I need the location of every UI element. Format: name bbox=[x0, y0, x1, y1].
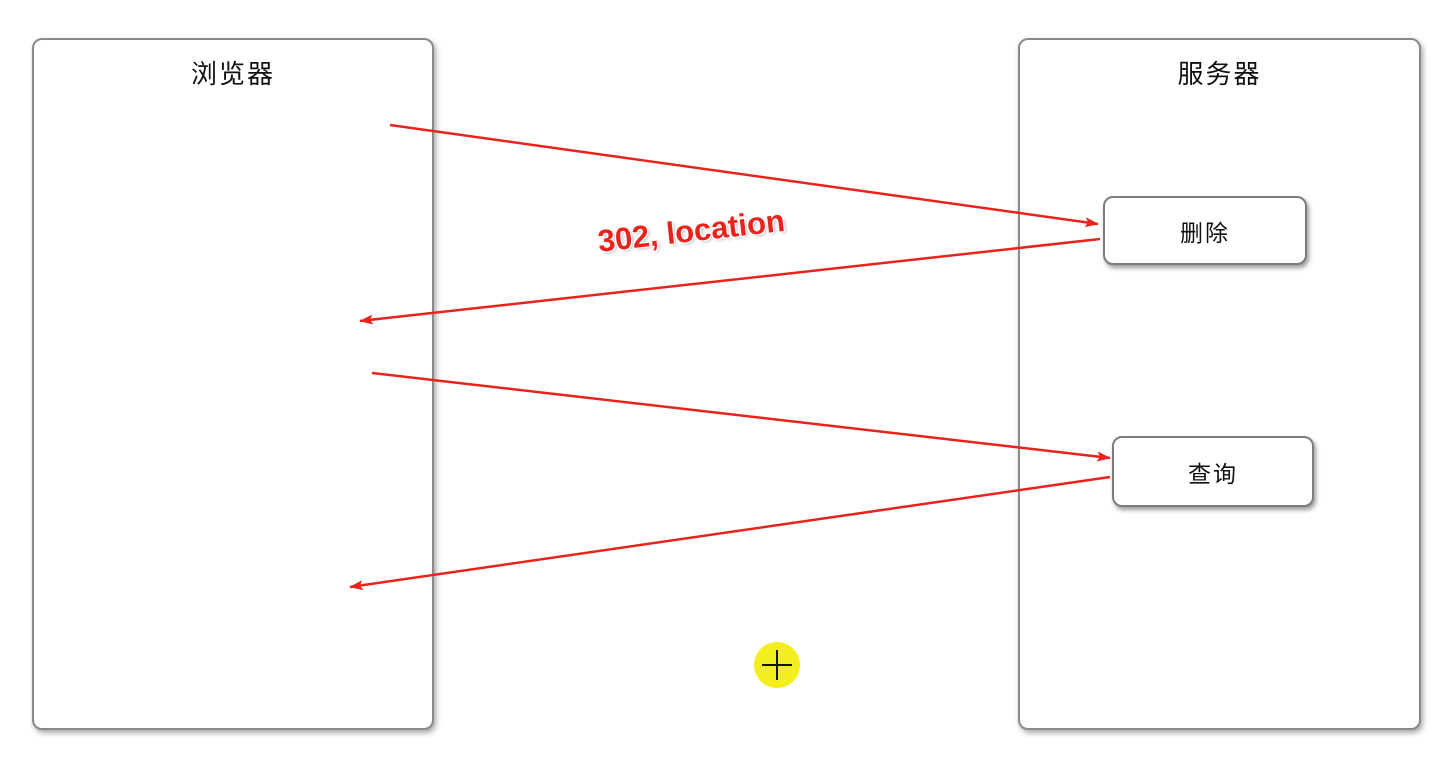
request-delete-arrow bbox=[389, 123, 1099, 228]
server-panel: 服务器 bbox=[1018, 38, 1421, 730]
query-response-arrow bbox=[349, 475, 1111, 591]
delete-action-box: 删除 bbox=[1103, 196, 1307, 265]
redirect-response-arrow bbox=[359, 237, 1101, 325]
server-title: 服务器 bbox=[1177, 60, 1262, 90]
crosshair-cursor-icon bbox=[754, 642, 800, 688]
browser-title: 浏览器 bbox=[190, 60, 275, 90]
browser-panel: 浏览器 bbox=[32, 38, 434, 730]
query-action-box: 查询 bbox=[1112, 436, 1314, 507]
request-query-arrow bbox=[371, 371, 1111, 462]
